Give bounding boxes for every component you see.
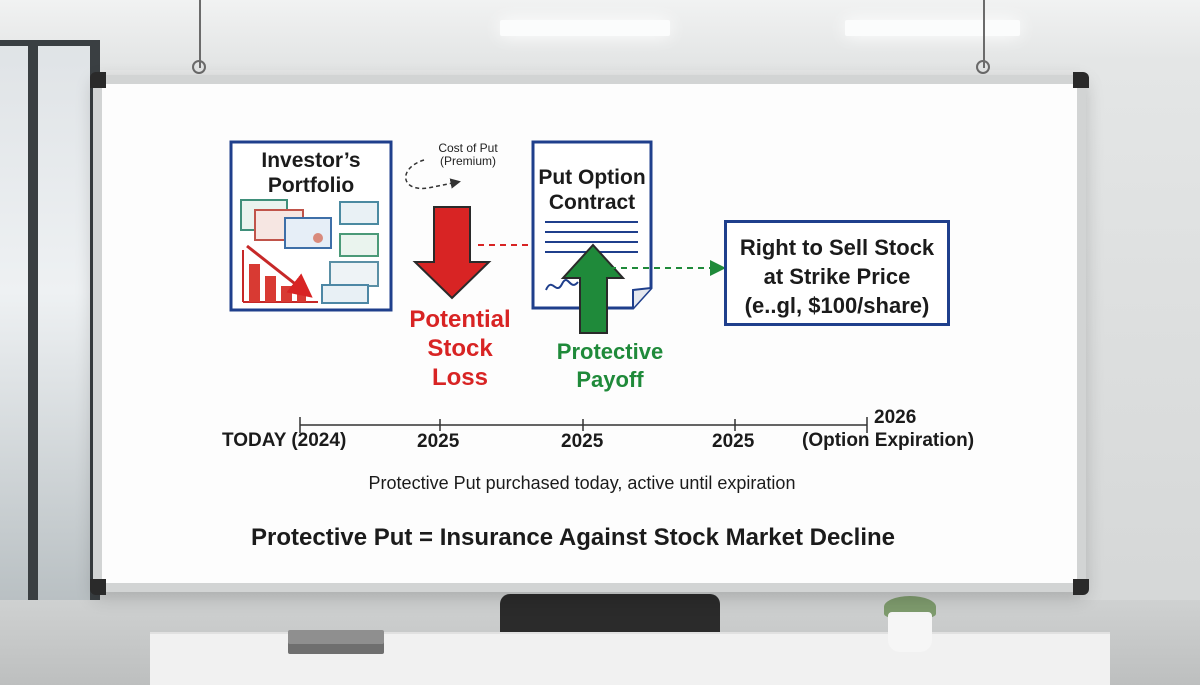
board-corner — [90, 579, 106, 595]
payoff-label: Protective Payoff — [540, 338, 680, 394]
timeline-tick-2025-c: 2025 — [712, 431, 755, 452]
books — [288, 630, 384, 644]
right-box-text: Right to Sell Stock at Strike Price (e..… — [727, 223, 947, 320]
wall — [1080, 60, 1200, 620]
board-corner — [1073, 72, 1089, 88]
stock-certificates-icon — [240, 199, 379, 304]
premium-note-line2: (Premium) — [440, 154, 496, 168]
board-corner — [90, 72, 106, 88]
timeline-tick-expiration: (Option Expiration) — [802, 430, 975, 451]
hook — [976, 60, 990, 74]
portfolio-title-line2: Portfolio — [267, 174, 355, 197]
loss-label-line2: Stock — [427, 335, 493, 362]
portfolio-box — [229, 140, 393, 312]
contract-title-line1: Put Option — [538, 166, 646, 189]
right-box-line1: Right to Sell Stock — [739, 235, 935, 260]
headline: Protective Put = Insurance Against Stock… — [251, 524, 895, 551]
declining-chart-icon — [242, 244, 318, 303]
right-box-line2: at Strike Price — [763, 264, 911, 289]
loss-arrow — [412, 206, 492, 300]
hook — [192, 60, 206, 74]
signature-icon — [545, 279, 579, 291]
premium-note-line1: Cost of Put — [438, 141, 498, 155]
hanging-wire — [983, 0, 985, 68]
timeline — [299, 417, 868, 433]
premium-arrow — [405, 159, 461, 190]
timeline-caption: Protective Put purchased today, active u… — [368, 473, 796, 493]
timeline-tick-today: TODAY (2024) — [222, 430, 347, 451]
portfolio-title: Investor’s Portfolio — [231, 148, 391, 198]
loss-label-line3: Loss — [431, 364, 488, 391]
payoff-arrow — [560, 243, 626, 334]
plant-pot — [888, 612, 932, 652]
payoff-label-line1: Protective — [556, 339, 664, 364]
timeline-tick-2025-a: 2025 — [417, 431, 460, 452]
timeline-tick-2025-b: 2025 — [561, 431, 604, 452]
loss-label: Potential Stock Loss — [400, 305, 520, 392]
hanging-wire — [199, 0, 201, 68]
contract-title: Put Option Contract — [533, 165, 651, 215]
premium-note: Cost of Put (Premium) — [420, 142, 516, 168]
ceiling-light — [845, 20, 1020, 36]
contract-title-line2: Contract — [548, 191, 636, 214]
board-corner — [1073, 579, 1089, 595]
ceiling-light — [500, 20, 670, 36]
office-chair — [500, 594, 720, 634]
portfolio-title-line1: Investor’s — [261, 149, 361, 172]
loss-label-line1: Potential — [409, 306, 511, 333]
payoff-label-line2: Payoff — [576, 367, 644, 392]
timeline-tick-2026: 2026 — [874, 407, 917, 428]
right-box-line3: (e..gl, $100/share) — [744, 293, 930, 318]
right-to-sell-box: Right to Sell Stock at Strike Price (e..… — [724, 220, 950, 326]
